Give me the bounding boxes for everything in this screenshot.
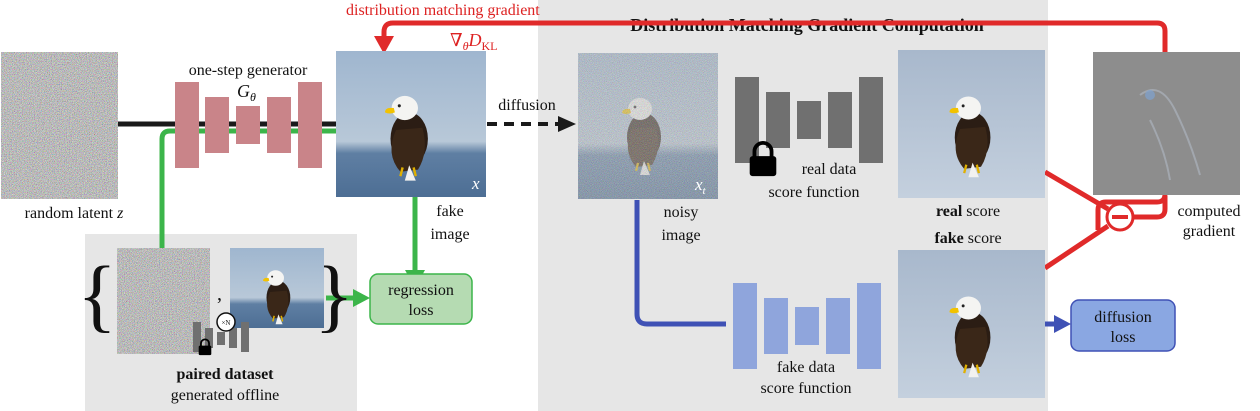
real-data-label-1: real data (802, 161, 857, 178)
generator-symbol: Gθ (237, 81, 256, 104)
fake-image (336, 51, 486, 197)
fake-image-label-2: image (430, 226, 469, 243)
generator-network (175, 82, 322, 168)
regression-loss-box (369, 273, 473, 325)
fake-score-image (898, 250, 1045, 398)
random-latent-image (1, 52, 118, 199)
refresh-icon: ×N (216, 312, 236, 332)
real-score-image (898, 50, 1045, 198)
diffusion-loss-label-2: loss (1111, 329, 1136, 346)
real-score-to-minus (1043, 169, 1110, 212)
noisy-image-label-2: image (661, 227, 700, 244)
diffusion-loss-label-1: diffusion (1094, 309, 1151, 326)
diffusion-loss-box (1070, 299, 1176, 352)
regression-path-left (159, 128, 336, 250)
minus-circle-icon (1105, 202, 1135, 232)
computed-gradient-image (1093, 52, 1240, 195)
grad-formula: ∇θDKL (450, 30, 497, 53)
fake-data-label-2: score function (760, 380, 851, 397)
fake-score-network (733, 283, 881, 369)
mini-teacher-network (193, 322, 249, 352)
dm-gradient-label: distribution matching gradient (346, 2, 540, 19)
left-brace: { (77, 249, 116, 340)
noisy-image-label-1: noisy (664, 204, 699, 221)
fake-score-to-minus (1043, 223, 1110, 271)
paired-to-regression-head (353, 289, 370, 307)
real-data-label-2: score function (768, 184, 859, 201)
diffusion-arrow-head (558, 116, 576, 132)
regression-loss-label-2: loss (409, 302, 434, 319)
random-latent-label: random latent z (25, 205, 124, 222)
fake-score-label: fake score (934, 230, 1001, 247)
fake-data-label-1: fake data (777, 359, 835, 376)
diffusion-label: diffusion (498, 97, 555, 114)
one-step-generator-label: one-step generator (189, 62, 308, 79)
real-score-network (735, 77, 883, 163)
noisy-image (578, 53, 718, 199)
real-score-label: real score (936, 203, 1000, 220)
computed-gradient-label-2: gradient (1183, 223, 1236, 240)
minus-to-computed (1134, 196, 1168, 220)
xt-symbol: xt (694, 175, 707, 197)
dm-gradient-arrow-head (374, 36, 394, 54)
regression-loss-label-1: regression (388, 282, 454, 299)
x-symbol: x (471, 174, 480, 193)
fake-image-label-1: fake (436, 203, 464, 220)
paired-dataset-label: paired dataset (176, 366, 274, 383)
computed-gradient-label-1: computed (1177, 203, 1240, 220)
mini-ddim-label: ×N (221, 319, 230, 327)
paired-comma: , (217, 283, 222, 305)
to-diffusion-loss-head (1054, 315, 1071, 333)
fake-score-path (634, 200, 726, 327)
generated-offline-label: generated offline (171, 387, 280, 404)
paired-eagle-image (230, 248, 324, 328)
